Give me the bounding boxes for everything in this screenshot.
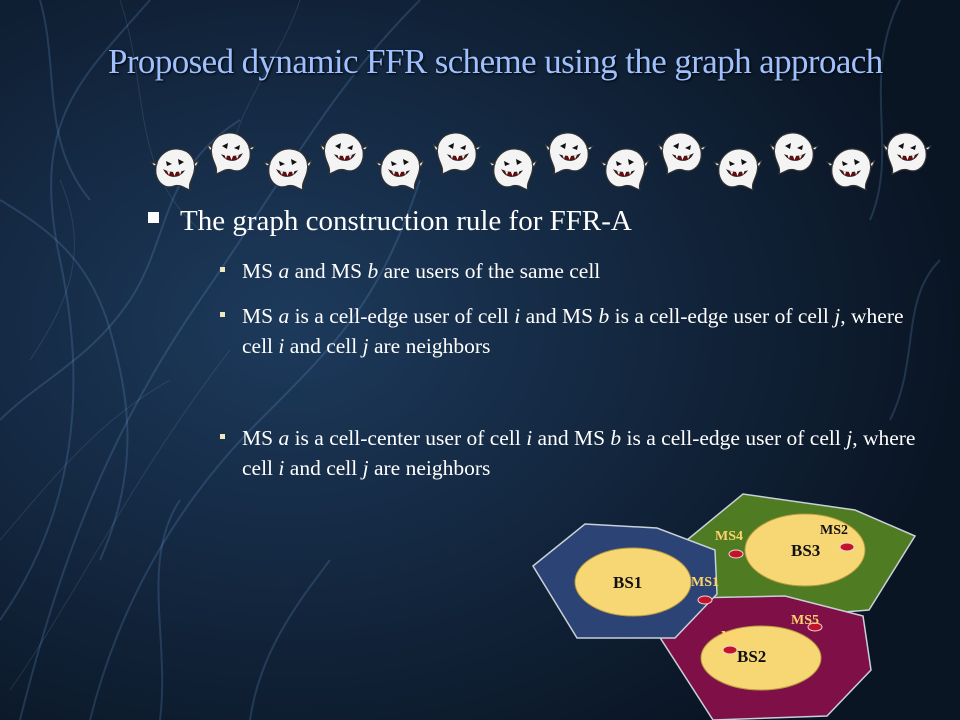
boo-ghost-icon [150,148,200,191]
sub-bullet-3: MS a is a cell-center user of cell i and… [220,423,920,483]
cell-center-bs1 [574,547,692,617]
ms3-dot [722,645,738,655]
small-square-bullet-icon [220,434,225,439]
boo-ghost-icon [713,148,763,191]
slide-title: Proposed dynamic FFR scheme using the gr… [108,42,883,81]
sub-bullet-2: MS a is a cell-edge user of cell i and M… [220,301,920,361]
ghost-decoration-row [150,128,950,198]
boo-ghost-icon [375,148,425,191]
cell-diagram: BS1 BS2 BS3 MS1 MS2 MS3 MS4 MS5 [532,493,917,720]
bs2-label: BS2 [737,647,766,666]
small-square-bullet-icon [220,312,225,317]
boo-ghost-icon [769,132,820,175]
boo-ghost-icon [206,132,257,175]
ms4-dot [728,549,744,559]
bs3-label: BS3 [791,541,820,560]
sub-bullet-text: MS a is a cell-center user of cell i and… [242,426,916,480]
boo-ghost-icon [544,132,595,175]
ms5-dot [807,622,823,632]
boo-ghost-icon [825,148,876,191]
boo-ghost-icon [600,148,650,191]
ms5-label: MS5 [791,613,819,628]
main-bullet-text: The graph construction rule for FFR-A [180,205,632,237]
ms1-label: MS1 [691,575,719,590]
boo-ghost-icon [432,132,482,175]
ms1-dot [697,595,713,605]
boo-ghost-icon [262,148,313,191]
boo-ghost-icon [657,132,707,175]
boo-ghost-icon [319,132,369,175]
bs1-label: BS1 [613,573,642,592]
sub-bullet-1: MS a and MS b are users of the same cell [220,256,920,286]
cell-center-bs2 [700,625,822,691]
ms4-label: MS4 [715,529,743,544]
sub-bullet-text: MS a and MS b are users of the same cell [242,259,601,283]
square-bullet-icon [148,212,159,223]
cell-center-bs3 [744,513,866,587]
small-square-bullet-icon [220,267,225,272]
ms2-label: MS2 [820,523,848,538]
boo-ghost-icon [882,132,932,175]
sub-bullet-text: MS a is a cell-edge user of cell i and M… [242,304,904,358]
boo-ghost-icon [487,148,538,191]
ms3-label: MS3 [721,629,749,644]
ms2-dot [839,542,855,552]
